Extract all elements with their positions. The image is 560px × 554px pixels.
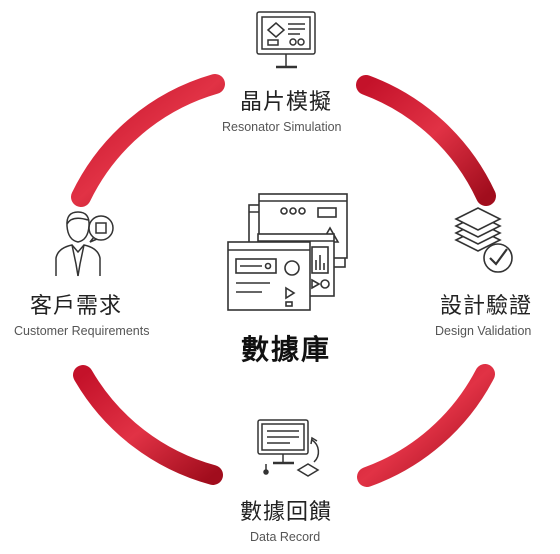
node-title-right: 設計驗證 xyxy=(440,294,533,319)
database-windows-icon xyxy=(227,193,348,311)
node-title-bottom: 數據回饋 xyxy=(240,500,333,525)
window-front xyxy=(227,241,311,311)
customer-thinking-chip-icon xyxy=(55,211,114,277)
monitor-chip-feedback-icon xyxy=(257,419,320,477)
cycle-arc-bottom-right xyxy=(357,364,495,487)
node-subtitle-bottom: Data Record xyxy=(250,530,321,544)
node-subtitle-top: Resonator Simulation xyxy=(222,120,342,134)
node-subtitle-left: Customer Requirements xyxy=(14,324,150,338)
node-subtitle-right: Design Validation xyxy=(435,324,532,338)
cycle-arc-top-right xyxy=(356,75,496,206)
monitor-chip-simulation-icon xyxy=(256,11,316,69)
cycle-arc-bottom-left xyxy=(73,365,223,485)
center-title: 數據庫 xyxy=(241,333,332,366)
node-title-left: 客戶需求 xyxy=(30,294,123,319)
node-title-top: 晶片模擬 xyxy=(240,90,333,115)
cycle-arc-top-left xyxy=(71,74,225,207)
stacked-layers-check-icon xyxy=(454,207,513,273)
